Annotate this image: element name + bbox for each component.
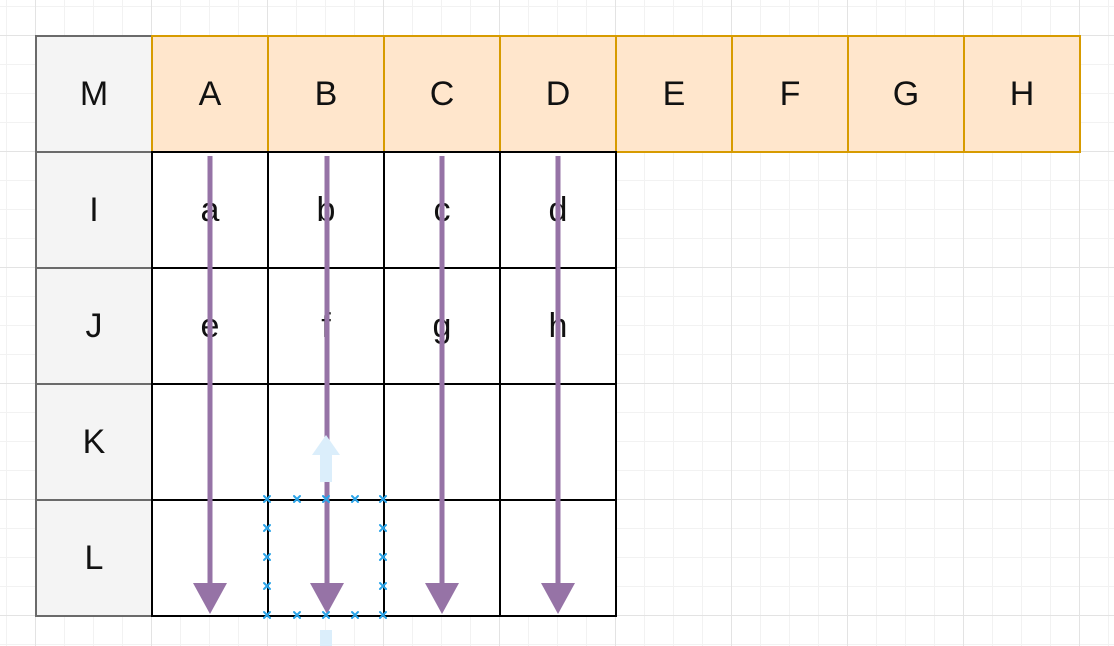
row-header-label: L — [84, 538, 104, 577]
column-header-f[interactable]: F — [731, 35, 849, 153]
cell-k-a[interactable] — [151, 383, 269, 501]
row-header-label: I — [89, 190, 99, 229]
cell-value: g — [432, 306, 452, 345]
row-header-k[interactable]: K — [35, 383, 153, 501]
cell-i-b[interactable]: b — [267, 151, 385, 269]
column-header-label: A — [198, 74, 222, 113]
cell-k-c[interactable] — [383, 383, 501, 501]
cell-j-c[interactable]: g — [383, 267, 501, 385]
cell-i-c[interactable]: c — [383, 151, 501, 269]
row-header-j[interactable]: J — [35, 267, 153, 385]
column-header-b[interactable]: B — [267, 35, 385, 153]
corner-cell[interactable]: M — [35, 35, 153, 153]
cell-i-a[interactable]: a — [151, 151, 269, 269]
cell-value: f — [321, 306, 331, 345]
column-header-h[interactable]: H — [963, 35, 1081, 153]
cell-k-d[interactable] — [499, 383, 617, 501]
column-header-label: E — [662, 74, 686, 113]
row-header-label: J — [85, 306, 103, 345]
row-header-l[interactable]: L — [35, 499, 153, 617]
row-header-i[interactable]: I — [35, 151, 153, 269]
cell-j-d[interactable]: h — [499, 267, 617, 385]
cell-value: d — [548, 190, 568, 229]
column-header-g[interactable]: G — [847, 35, 965, 153]
cell-value: c — [433, 190, 451, 229]
cell-k-b[interactable] — [267, 383, 385, 501]
column-header-label: H — [1009, 74, 1035, 113]
column-header-d[interactable]: D — [499, 35, 617, 153]
row-header-label: K — [82, 422, 106, 461]
column-header-label: D — [545, 74, 571, 113]
cell-j-a[interactable]: e — [151, 267, 269, 385]
column-header-label: F — [779, 74, 801, 113]
cell-value: e — [200, 306, 220, 345]
column-header-e[interactable]: E — [615, 35, 733, 153]
cell-value: b — [316, 190, 336, 229]
corner-label: M — [79, 74, 109, 113]
cell-i-d[interactable]: d — [499, 151, 617, 269]
cell-l-c[interactable] — [383, 499, 501, 617]
cell-l-b[interactable] — [267, 499, 385, 617]
cell-l-a[interactable] — [151, 499, 269, 617]
cell-j-b[interactable]: f — [267, 267, 385, 385]
column-header-label: G — [892, 74, 920, 113]
column-header-a[interactable]: A — [151, 35, 269, 153]
column-header-c[interactable]: C — [383, 35, 501, 153]
column-header-label: B — [314, 74, 338, 113]
cell-l-d[interactable] — [499, 499, 617, 617]
cell-value: h — [548, 306, 568, 345]
cell-value: a — [200, 190, 220, 229]
resize-down-handle-icon[interactable] — [320, 630, 332, 646]
column-header-label: C — [429, 74, 455, 113]
